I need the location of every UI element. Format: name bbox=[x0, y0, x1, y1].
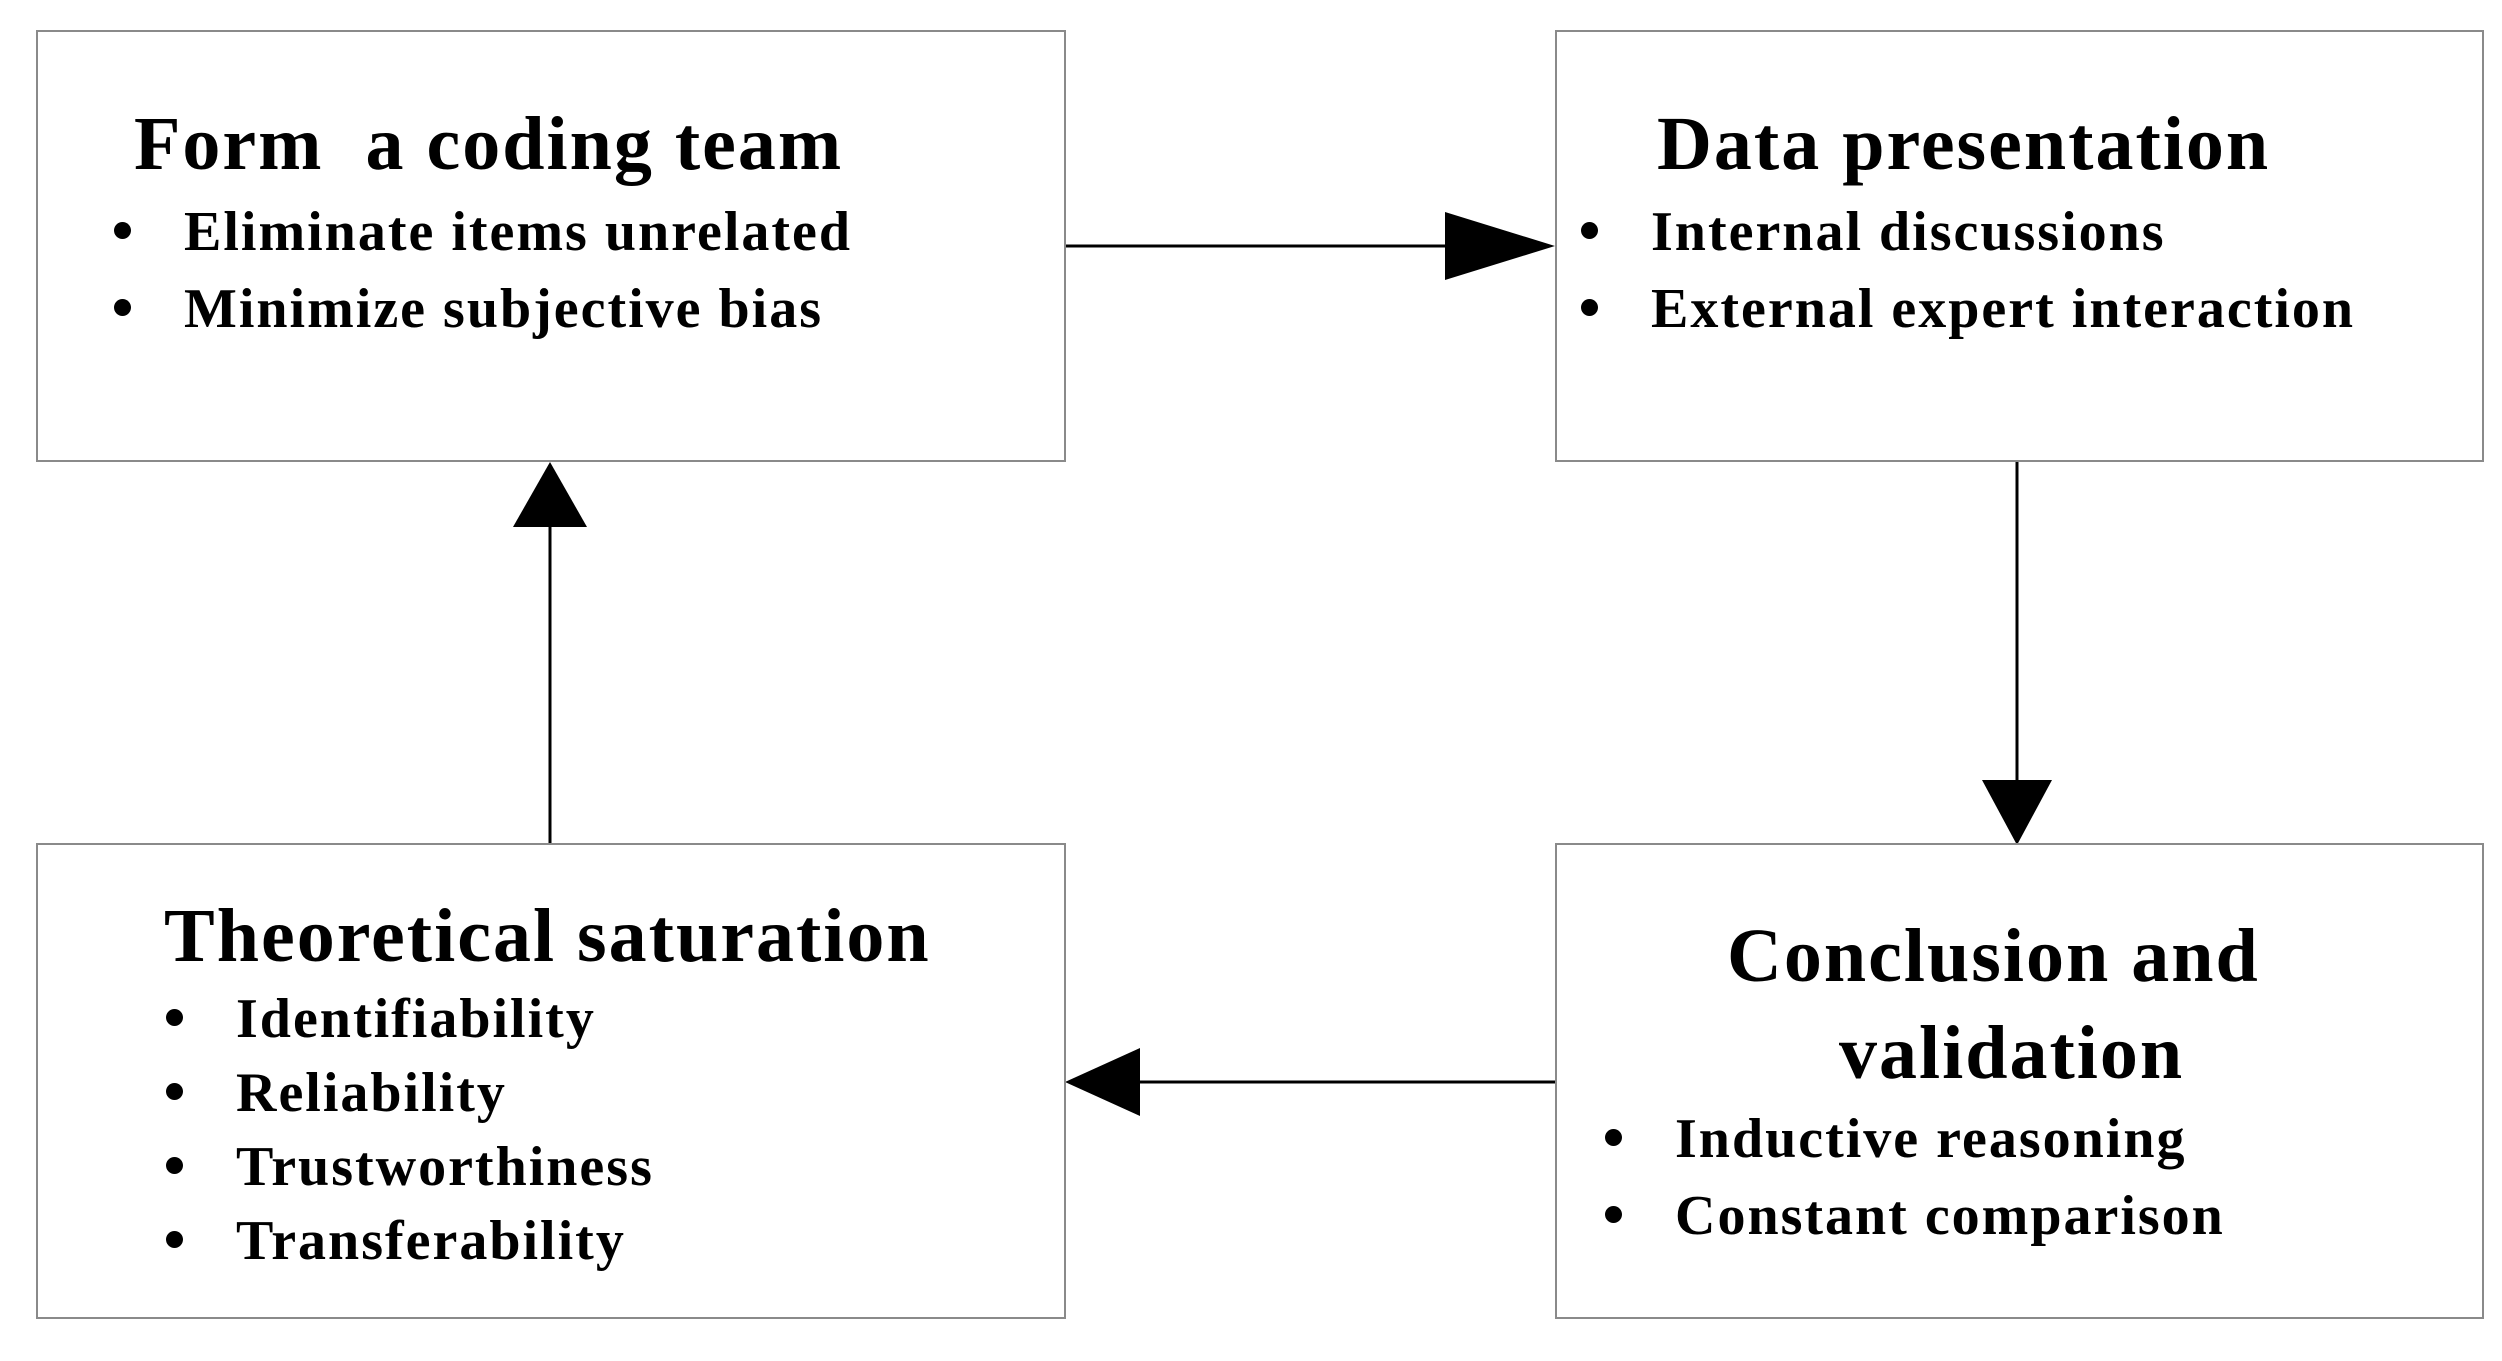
bullet-icon bbox=[1581, 299, 1598, 316]
bullet-text: Identifiability bbox=[236, 988, 596, 1050]
bullet-text: Inductive reasoning bbox=[1675, 1108, 2187, 1170]
list-item: Constant comparison bbox=[1605, 1188, 2225, 1244]
bullet-text: Constant comparison bbox=[1675, 1185, 2225, 1247]
list-item: Identifiability bbox=[166, 991, 654, 1047]
bullet-text: Minimize subjective bias bbox=[184, 278, 824, 340]
bullet-text: External expert interaction bbox=[1651, 278, 2356, 340]
bullet-icon bbox=[166, 1231, 183, 1248]
coding-team-list: Eliminate items unrelated Minimize subje… bbox=[114, 204, 852, 337]
list-item: Internal discussions bbox=[1581, 204, 2355, 260]
list-item: Transferability bbox=[166, 1213, 654, 1269]
coding-team-title: Form a coding team bbox=[134, 102, 844, 186]
list-item: External expert interaction bbox=[1581, 281, 2355, 337]
data-presentation-list: Internal discussions External expert int… bbox=[1581, 204, 2355, 337]
conclusion-box: Conclusion and validation Inductive reas… bbox=[1555, 843, 2484, 1319]
list-item: Eliminate items unrelated bbox=[114, 204, 852, 260]
arrow-presentation-to-conclusion bbox=[1982, 462, 2052, 845]
conclusion-list: Inductive reasoning Constant comparison bbox=[1605, 1111, 2225, 1244]
saturation-title: Theoretical saturation bbox=[164, 894, 931, 978]
bullet-icon bbox=[1605, 1206, 1622, 1223]
list-item: Minimize subjective bias bbox=[114, 281, 852, 337]
bullet-icon bbox=[1581, 222, 1598, 239]
saturation-box: Theoretical saturation Identifiability R… bbox=[36, 843, 1066, 1319]
list-item: Inductive reasoning bbox=[1605, 1111, 2225, 1167]
arrow-saturation-to-coding bbox=[513, 462, 587, 845]
conclusion-title-line2: validation bbox=[1839, 1011, 2185, 1095]
bullet-icon bbox=[166, 1009, 183, 1026]
arrow-conclusion-to-saturation bbox=[1065, 1048, 1555, 1116]
list-item: Reliability bbox=[166, 1065, 654, 1121]
data-presentation-title: Data presentation bbox=[1657, 102, 2271, 186]
bullet-text: Reliability bbox=[236, 1062, 507, 1124]
bullet-icon bbox=[114, 222, 131, 239]
bullet-icon bbox=[1605, 1129, 1622, 1146]
bullet-icon bbox=[114, 299, 131, 316]
data-presentation-box: Data presentation Internal discussions E… bbox=[1555, 30, 2484, 462]
arrow-coding-to-presentation bbox=[1065, 212, 1555, 280]
bullet-text: Eliminate items unrelated bbox=[184, 201, 853, 263]
bullet-text: Trustworthiness bbox=[236, 1136, 654, 1198]
bullet-icon bbox=[166, 1083, 183, 1100]
bullet-text: Internal discussions bbox=[1651, 201, 2166, 263]
list-item: Trustworthiness bbox=[166, 1139, 654, 1195]
bullet-text: Transferability bbox=[236, 1210, 626, 1272]
coding-team-box: Form a coding team Eliminate items unrel… bbox=[36, 30, 1066, 462]
conclusion-title-line1: Conclusion and bbox=[1727, 914, 2260, 998]
bullet-icon bbox=[166, 1157, 183, 1174]
saturation-list: Identifiability Reliability Trustworthin… bbox=[166, 991, 654, 1269]
